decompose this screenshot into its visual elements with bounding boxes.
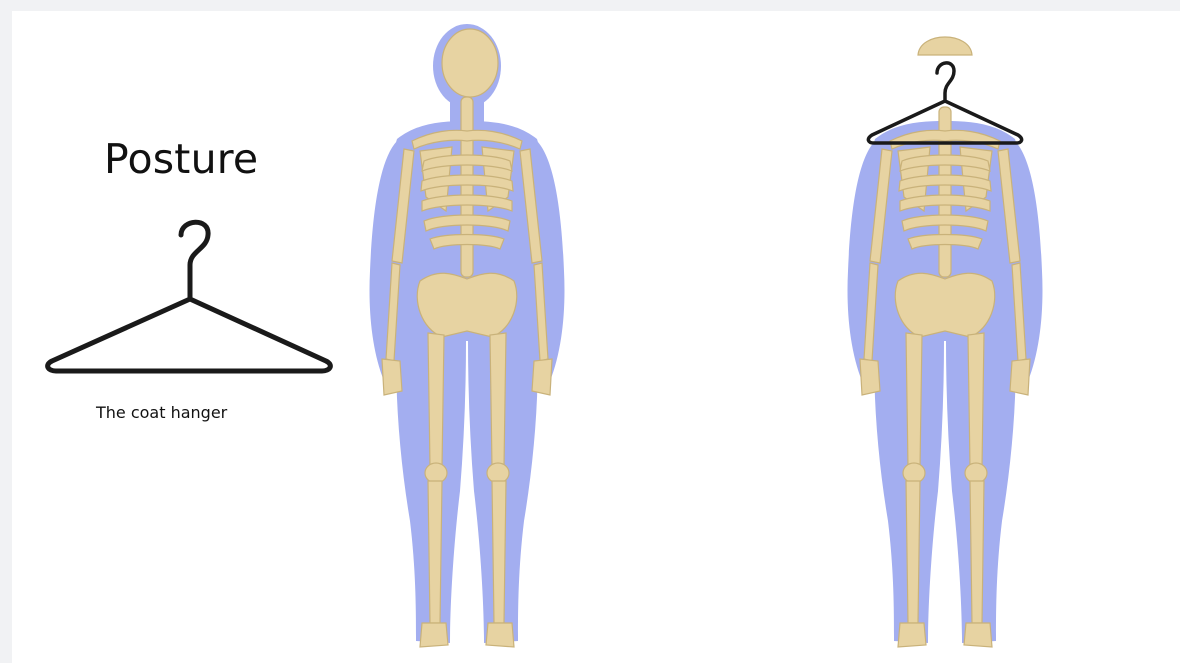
slide-title: Posture [104, 135, 258, 183]
skull-cap [918, 37, 972, 55]
skeleton-with-hanger-overlay [820, 11, 1070, 663]
coat-hanger-icon [40, 211, 340, 381]
hanger-caption: The coat hanger [96, 403, 227, 422]
slide-canvas: Posture The coat hanger [12, 11, 1180, 663]
skeleton-back-view [342, 11, 592, 663]
